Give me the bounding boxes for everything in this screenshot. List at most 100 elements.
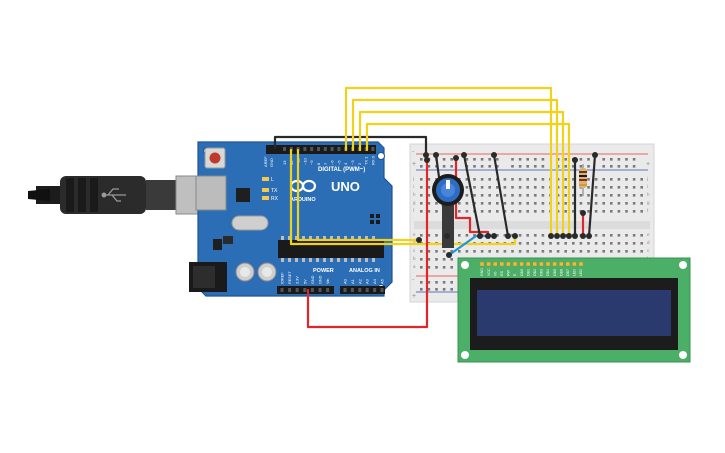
analog-pin[interactable] [343, 288, 347, 292]
breadboard-hole[interactable] [572, 242, 575, 245]
breadboard-hole[interactable] [420, 194, 423, 197]
breadboard-hole[interactable] [420, 158, 423, 161]
breadboard-hole[interactable] [602, 186, 605, 189]
breadboard-hole[interactable] [534, 186, 537, 189]
breadboard-hole[interactable] [480, 250, 484, 253]
breadboard-hole[interactable] [617, 234, 621, 237]
breadboard-hole[interactable] [534, 158, 537, 161]
breadboard-hole[interactable] [640, 186, 643, 189]
wire-end[interactable] [446, 252, 452, 258]
breadboard-hole[interactable] [442, 158, 446, 161]
breadboard-hole[interactable] [549, 250, 552, 253]
breadboard-hole[interactable] [526, 202, 529, 205]
breadboard-hole[interactable] [496, 234, 499, 237]
reset-button[interactable] [204, 147, 226, 169]
breadboard-hole[interactable] [511, 158, 514, 161]
breadboard-hole[interactable] [435, 250, 438, 253]
wire-data-2[interactable] [351, 98, 559, 238]
breadboard-hole[interactable] [503, 194, 507, 197]
breadboard-hole[interactable] [442, 281, 446, 284]
breadboard-hole[interactable] [526, 165, 529, 168]
breadboard-hole[interactable] [594, 186, 598, 189]
breadboard-hole[interactable] [435, 234, 438, 237]
breadboard-hole[interactable] [564, 202, 567, 205]
breadboard-hole[interactable] [564, 242, 567, 245]
breadboard-hole[interactable] [526, 250, 529, 253]
breadboard-hole[interactable] [465, 202, 469, 205]
usb-cable[interactable] [28, 175, 209, 215]
breadboard-hole[interactable] [427, 258, 431, 261]
breadboard-hole[interactable] [526, 194, 529, 197]
breadboard-hole[interactable] [610, 234, 613, 237]
breadboard-hole[interactable] [625, 250, 628, 253]
breadboard-hole[interactable] [458, 250, 461, 253]
digital-pin[interactable] [303, 147, 307, 151]
breadboard-hole[interactable] [632, 194, 636, 197]
potentiometer[interactable] [432, 174, 464, 248]
breadboard-hole[interactable] [450, 266, 453, 269]
breadboard-hole[interactable] [610, 210, 613, 213]
wire-rail-red[interactable] [454, 156, 490, 238]
breadboard-hole[interactable] [572, 178, 575, 181]
breadboard-hole[interactable] [496, 158, 499, 161]
wire-en[interactable] [296, 148, 421, 242]
breadboard-hole[interactable] [564, 165, 567, 168]
breadboard-hole[interactable] [534, 178, 537, 181]
breadboard-hole[interactable] [541, 194, 545, 197]
lcd-pin[interactable] [499, 261, 505, 267]
digital-pin[interactable] [283, 147, 286, 151]
breadboard-hole[interactable] [435, 210, 438, 213]
breadboard-hole[interactable] [503, 234, 507, 237]
breadboard-hole[interactable] [587, 165, 590, 168]
breadboard-hole[interactable] [602, 158, 605, 161]
breadboard-hole[interactable] [511, 250, 514, 253]
breadboard-hole[interactable] [450, 258, 453, 261]
lcd-pin-header[interactable] [479, 261, 584, 267]
breadboard-hole[interactable] [488, 165, 491, 168]
breadboard-hole[interactable] [473, 186, 476, 189]
breadboard-hole[interactable] [602, 178, 605, 181]
wire-end[interactable] [572, 233, 578, 239]
breadboard-hole[interactable] [458, 202, 461, 205]
breadboard-hole[interactable] [518, 202, 522, 205]
breadboard-hole[interactable] [640, 250, 643, 253]
breadboard-hole[interactable] [610, 178, 613, 181]
breadboard-hole[interactable] [541, 250, 545, 253]
analog-pin[interactable] [358, 288, 362, 292]
lcd-pin[interactable] [486, 261, 491, 267]
breadboard-hole[interactable] [587, 250, 590, 253]
breadboard-hole[interactable] [473, 158, 476, 161]
breadboard-hole[interactable] [632, 178, 636, 181]
breadboard-hole[interactable] [541, 186, 545, 189]
breadboard-hole[interactable] [450, 288, 453, 291]
breadboard-hole[interactable] [518, 234, 522, 237]
breadboard-hole[interactable] [488, 210, 491, 213]
breadboard-hole[interactable] [579, 242, 583, 245]
breadboard-hole[interactable] [503, 186, 507, 189]
breadboard-hole[interactable] [579, 250, 583, 253]
breadboard-hole[interactable] [625, 186, 628, 189]
breadboard-hole[interactable] [617, 194, 621, 197]
wire-end[interactable] [560, 233, 566, 239]
breadboard-hole[interactable] [503, 178, 507, 181]
breadboard-hole[interactable] [465, 158, 469, 161]
wires[interactable] [273, 86, 597, 329]
breadboard-hole[interactable] [541, 178, 545, 181]
breadboard-hole[interactable] [617, 250, 621, 253]
breadboard-hole[interactable] [602, 242, 605, 245]
wire-end[interactable] [512, 233, 518, 239]
breadboard-hole[interactable] [632, 242, 636, 245]
breadboard-hole[interactable] [587, 210, 590, 213]
breadboard-hole[interactable] [435, 258, 438, 261]
breadboard-hole[interactable] [420, 258, 423, 261]
breadboard-hole[interactable] [564, 186, 567, 189]
breadboard-hole[interactable] [518, 178, 522, 181]
breadboard-hole[interactable] [496, 210, 499, 213]
breadboard-hole[interactable] [617, 210, 621, 213]
breadboard-hole[interactable] [511, 194, 514, 197]
breadboard-hole[interactable] [632, 158, 636, 161]
breadboard-hole[interactable] [496, 250, 499, 253]
breadboard-hole[interactable] [541, 210, 545, 213]
breadboard-hole[interactable] [420, 186, 423, 189]
